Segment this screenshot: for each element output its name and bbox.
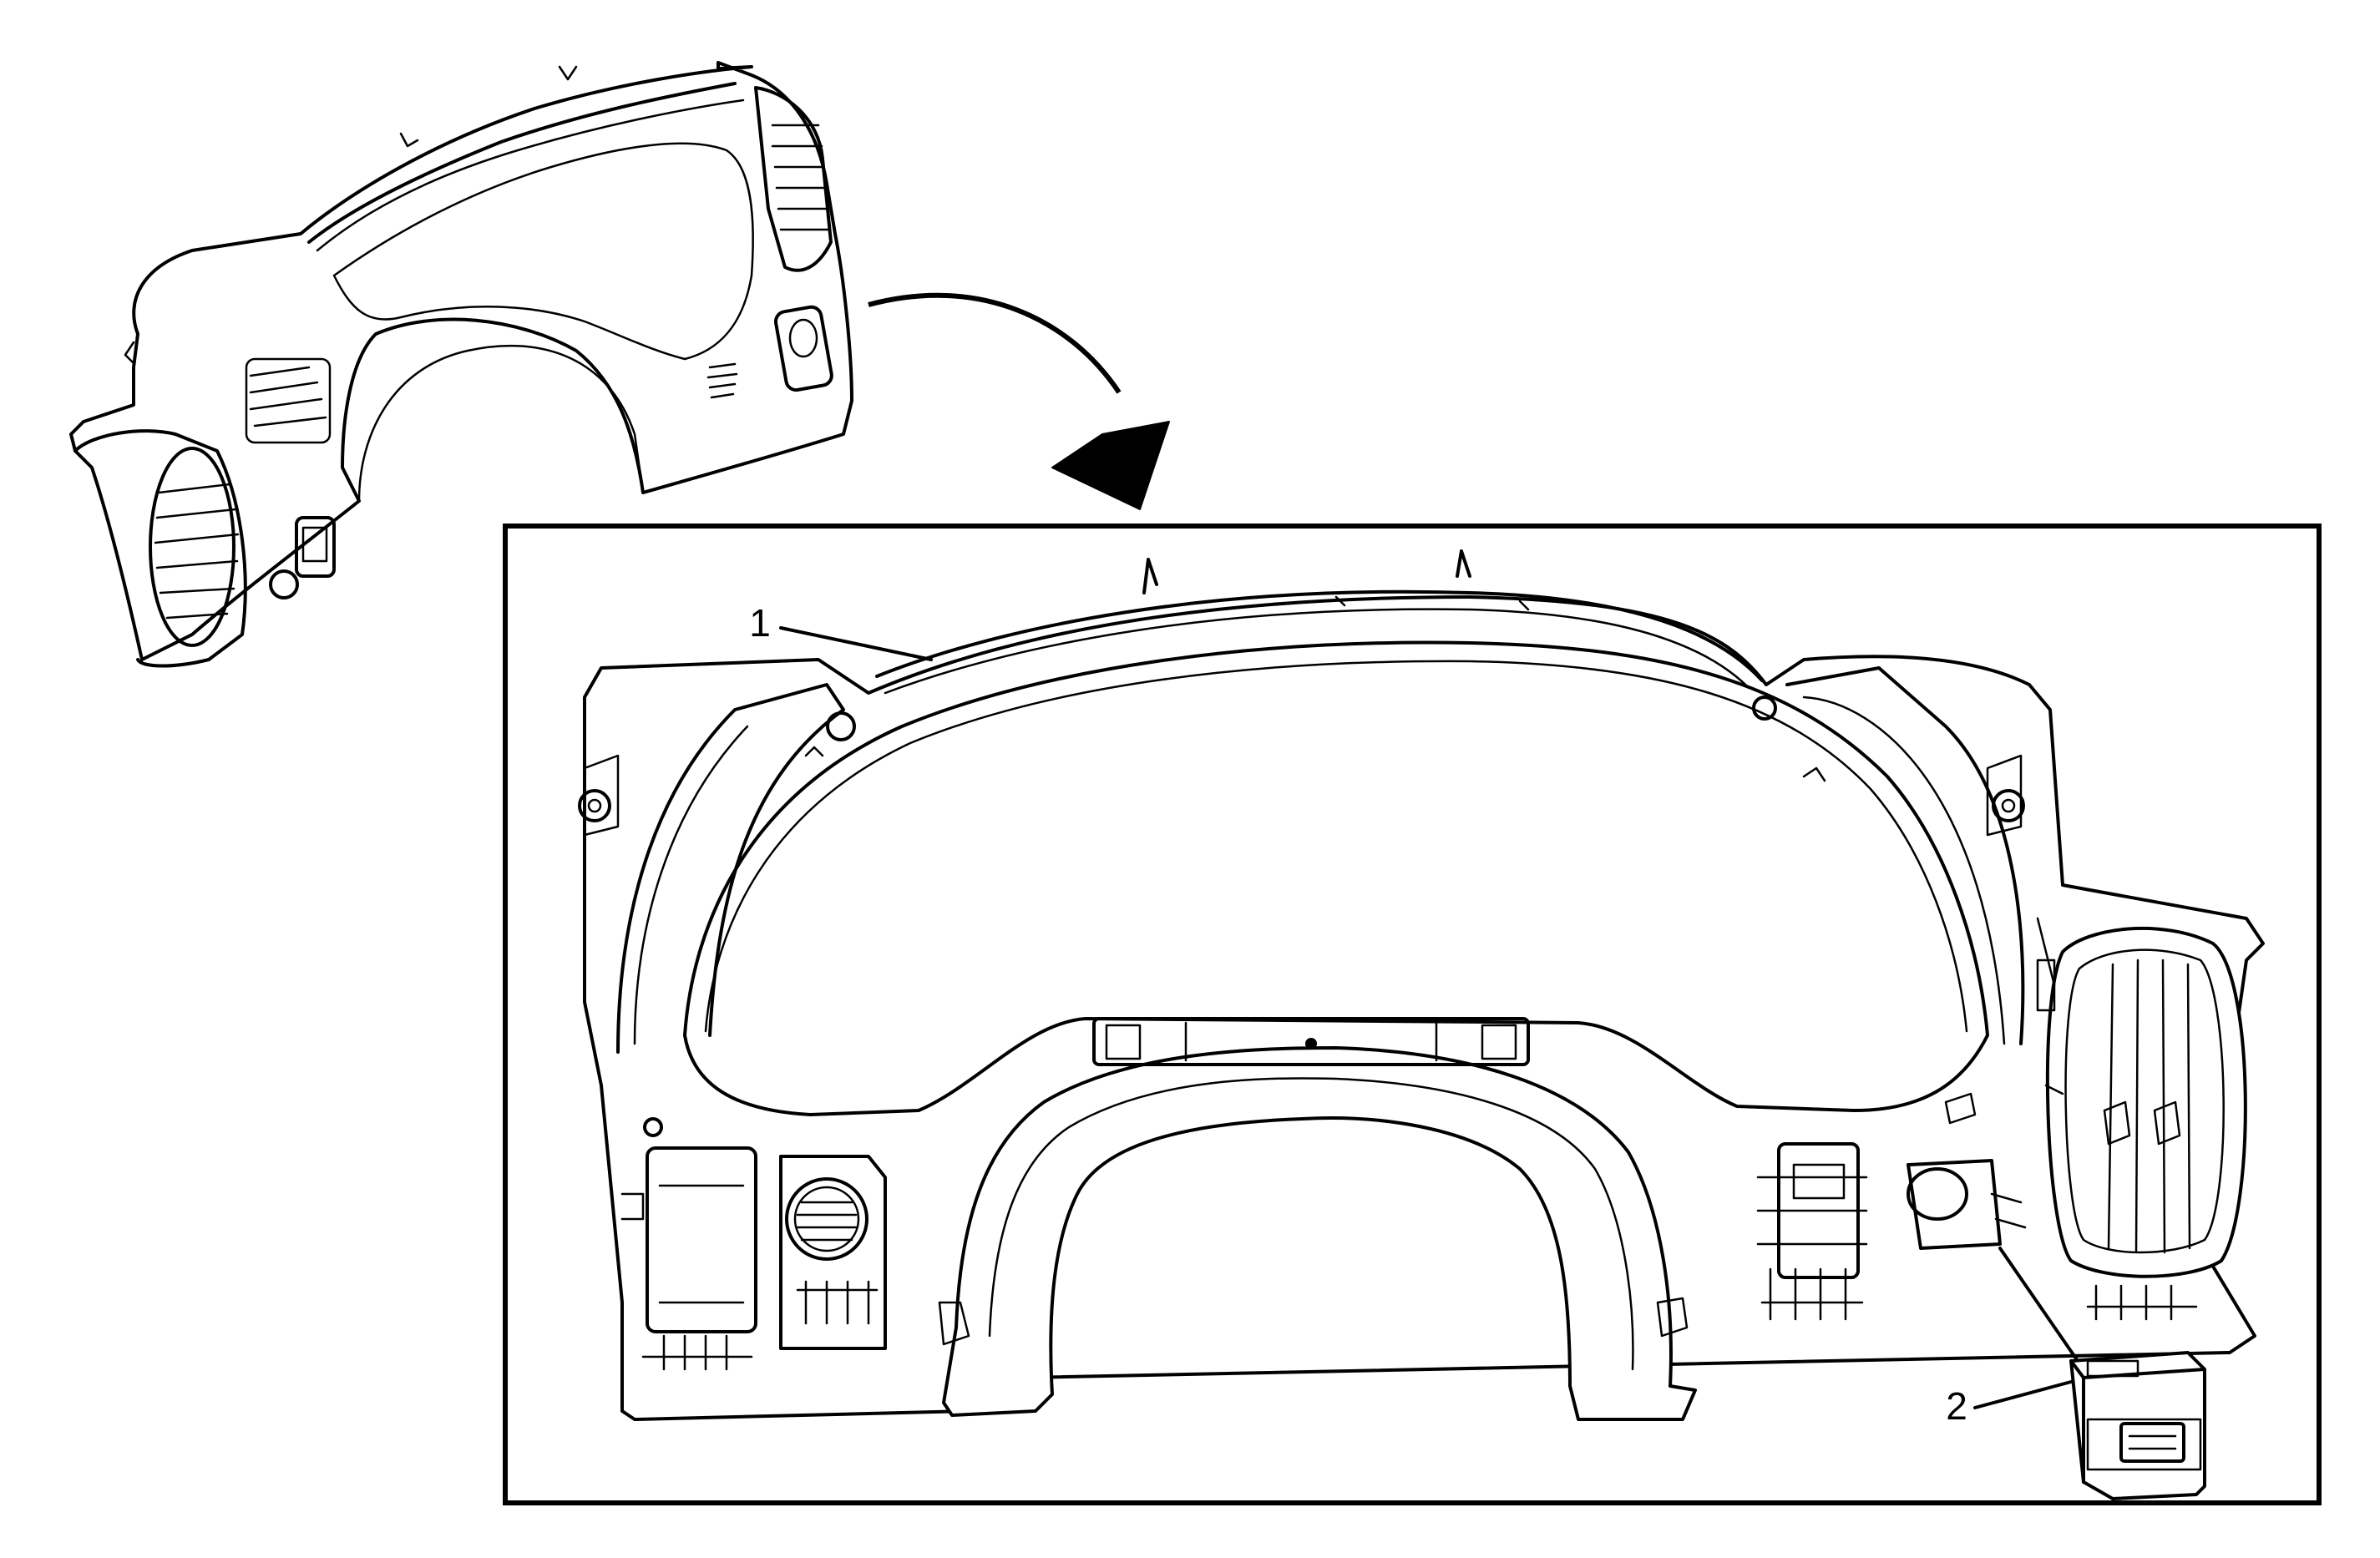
- callout-1-label: 1: [749, 601, 771, 645]
- overview-bezel: [69, 61, 853, 668]
- callout-2-label: 2: [1946, 1384, 1967, 1428]
- detail-bezel: [578, 549, 2265, 1421]
- callout-2: 2: [1946, 1380, 2073, 1428]
- callout-1: 1: [749, 601, 933, 661]
- part-switch: [1998, 1247, 2206, 1500]
- curved-arrow: [868, 292, 1170, 510]
- detail-frame: [503, 524, 2322, 1505]
